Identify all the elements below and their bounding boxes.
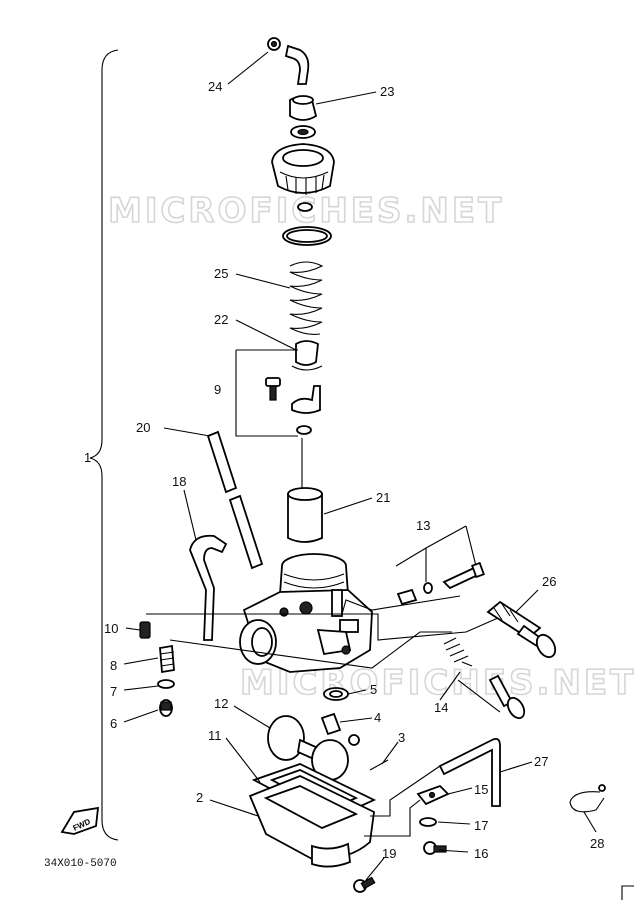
part-4-needle-valve: [320, 712, 360, 746]
label-2: 2: [196, 790, 203, 805]
o-ring: [282, 226, 332, 246]
label-10: 10: [104, 621, 118, 636]
label-7: 7: [110, 684, 117, 699]
part-19-drain-screw: [353, 876, 376, 893]
label-3: 3: [398, 730, 405, 745]
part-12-float: [267, 715, 349, 781]
washer-top: [290, 125, 316, 139]
label-20: 20: [136, 420, 150, 435]
part-24-elbow-fitting: [267, 37, 310, 85]
label-24: 24: [208, 79, 222, 94]
label-12: 12: [214, 696, 228, 711]
label-11: 11: [208, 728, 222, 743]
label-8: 8: [110, 658, 117, 673]
label-15: 15: [474, 782, 488, 797]
label-27: 27: [534, 754, 548, 769]
line-13: [341, 595, 461, 615]
label-5: 5: [370, 682, 377, 697]
label-17: 17: [474, 818, 488, 833]
fwd-arrow-icon: FWD: [60, 806, 100, 835]
carburetor-body: [239, 553, 373, 673]
label-4: 4: [374, 710, 381, 725]
part-22-spring-seat: [291, 340, 323, 371]
label-1: 1: [84, 450, 91, 465]
clip-small: [297, 202, 313, 212]
label-6: 6: [110, 716, 117, 731]
part-17-washer: [419, 817, 437, 827]
part-25-spring: [289, 261, 324, 335]
line-27: [370, 765, 441, 817]
part-3-float-pin: [369, 759, 389, 771]
label-9: 9: [214, 382, 221, 397]
diagram-code: 34X010-5070: [44, 858, 117, 870]
assembly-brace: [89, 49, 119, 841]
part-27-hose: [438, 737, 501, 807]
label-28: 28: [590, 836, 604, 851]
label-13: 13: [416, 518, 430, 533]
screw-9: [265, 377, 281, 401]
part-21-throttle-valve: [287, 487, 323, 543]
part-13-pilot-screw-set: [395, 525, 485, 606]
label-25: 25: [214, 266, 228, 281]
carburetor-top-cap: [271, 143, 335, 195]
part-6-plug: [159, 699, 173, 717]
line-8: [169, 631, 452, 669]
label-16: 16: [474, 846, 488, 861]
part-9-needle-set: [235, 349, 321, 437]
label-18: 18: [172, 474, 186, 489]
label-14: 14: [434, 700, 448, 715]
label-23: 23: [380, 84, 394, 99]
part-2-float-bowl: [248, 775, 375, 868]
part-7-washer: [157, 679, 175, 689]
line-10: [146, 613, 499, 641]
label-21: 21: [376, 490, 390, 505]
part-18-hose: [189, 534, 228, 641]
part-20-hose: [206, 430, 264, 570]
part-15-bracket: [416, 784, 450, 806]
part-5-o-ring: [323, 687, 349, 701]
part-28-clamp: [569, 784, 606, 813]
label-22: 22: [214, 312, 228, 327]
part-8-main-jet: [159, 644, 175, 674]
part-16-screw: [423, 841, 447, 855]
part-26-starter-plunger: [486, 600, 557, 659]
part-14-throttle-stop-screw: [443, 637, 526, 720]
label-26: 26: [542, 574, 556, 589]
part-23-cap-nut: [289, 95, 318, 121]
label-19: 19: [382, 846, 396, 861]
part-10-screw: [139, 621, 151, 639]
line-15: [364, 799, 421, 837]
corner-mark: [621, 885, 634, 900]
